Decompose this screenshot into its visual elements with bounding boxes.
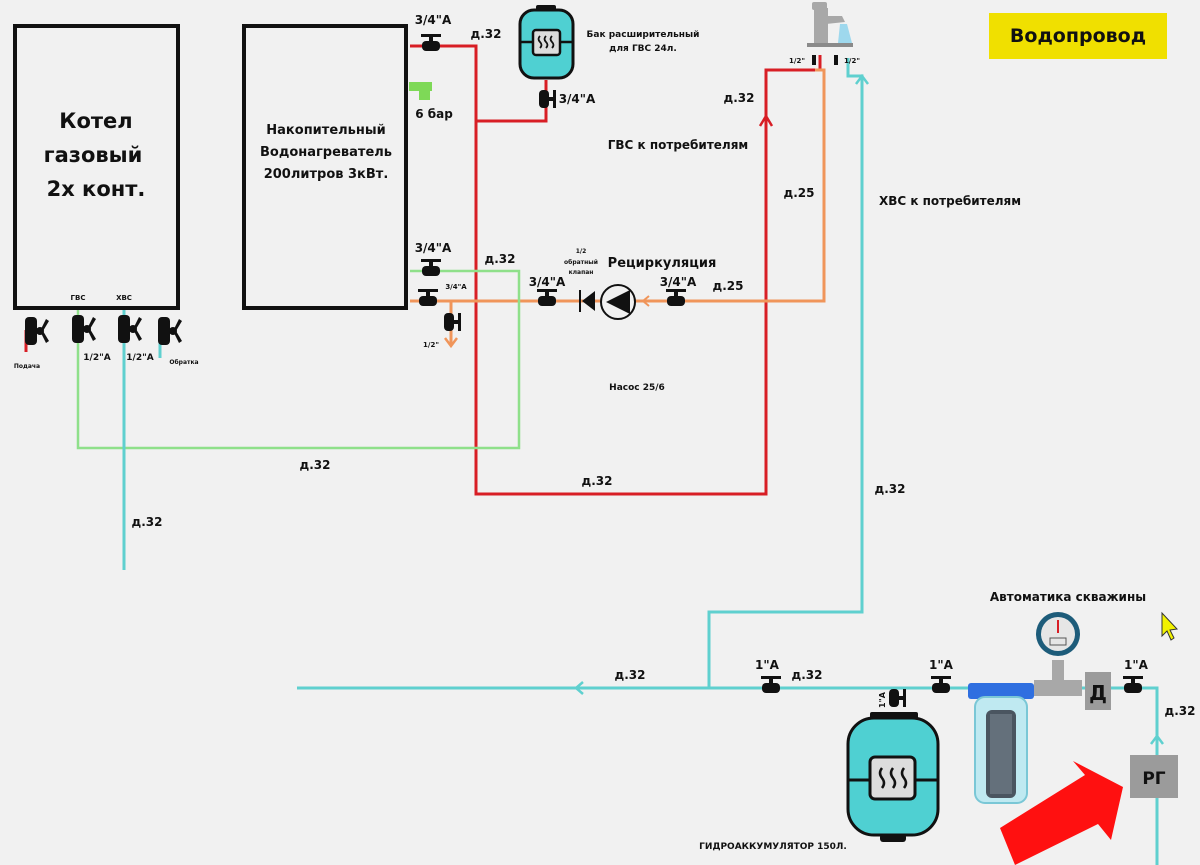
mouse-cursor-icon [1161,611,1179,641]
heater-label-1: Накопительный [266,123,385,138]
heater-top-valve-label: 3/4"А [415,13,452,27]
recirc-valve-left-icon [537,289,557,306]
dhw-valve-icon [72,315,96,343]
boiler-port-dhw: ГВС [71,294,86,302]
safety-valve-label: 6 бар [415,107,453,121]
main-valve-2-label: 1"А [929,658,954,672]
expansion-tank-label-2: для ГВС 24л. [609,44,677,54]
faucet-icon [807,2,853,47]
heater-recirc-valve-label: 3/4"А [445,283,467,291]
recirc-riser-label: д.25 [784,186,815,200]
well-pipe-label: д.32 [1165,704,1196,718]
check-valve-label-3: клапан [569,269,594,276]
main-valve-3-label: 1"А [1124,658,1149,672]
main-pipe-label-left: д.32 [615,668,646,682]
boiler-label-2: газовый [44,143,143,167]
heater-label-3: 200литров 3кВт. [264,167,389,182]
safety-valve-icon [409,82,432,100]
pressure-reducer: РГ [1130,755,1178,798]
cold-valve-icon [118,315,142,343]
green-pipe-label: д.32 [300,458,331,472]
accumulator-tank-icon [846,712,940,842]
accumulator-valve-icon [889,689,906,707]
water-heater: Накопительный Водонагреватель 200литров … [242,24,408,310]
faucet-hot-size: 1/2" [789,57,805,65]
hot-pipe-label-top: д.32 [471,27,502,41]
heater-feed-pipes [76,269,521,450]
drain-valve-label: 1/2" [423,341,439,349]
expansion-tank-label-1: Бак расширительный [587,30,700,40]
expansion-tank-valve-icon [539,90,556,108]
expansion-tank-icon [518,5,575,80]
main-valve-3-icon [1123,676,1143,693]
heater-label-2: Водонагреватель [260,145,392,160]
accumulator-label: ГИДРОАККУМУЛЯТОР 150Л. [699,842,847,852]
reducer-label: РГ [1142,769,1165,789]
recirc-valve-right-label: 3/4"А [660,275,697,289]
main-valve-1-icon [761,676,781,693]
gas-boiler: Котел газовый 2х конт. ГВС ХВС [13,24,180,310]
recirculation-title: Рециркуляция [608,256,717,271]
cold-riser-label: д.32 [875,482,906,496]
diagram-title: Водопровод [989,13,1167,59]
supply-valve-icon [25,317,49,345]
check-valve-label-1: 1/2 [576,248,587,255]
dhw-valve-size: 1/2"А [83,353,111,363]
dhw-consumers-label: ГВС к потребителям [608,138,749,152]
water-filter-icon [968,683,1034,804]
return-label: Обратка [169,359,198,366]
return-valve-icon [158,317,182,345]
heater-cold-pipe-label: д.32 [485,252,516,266]
supply-label: Подача [14,363,40,370]
faucet-cold-size: 1/2" [844,57,860,65]
cold-water-pipes [122,58,1164,865]
pressure-switch-label: Д [1089,681,1107,705]
main-valve-2-icon [931,676,951,693]
pump-label: Насос 25/6 [609,383,665,393]
heater-cold-in-valve-icon [421,259,441,276]
well-automation-label: Автоматика скважины [990,590,1146,604]
cold-consumers-label: ХВС к потребителям [879,194,1021,208]
recirc-valve-right-icon [666,289,686,306]
check-valve-icon [579,290,595,312]
boiler-port-cold: ХВС [116,294,132,302]
boiler-cold-pipe-label: д.32 [132,515,163,529]
main-valve-1-label: 1"А [755,658,780,672]
boiler-label-1: Котел [59,109,132,133]
main-pipe-label-mid: д.32 [792,668,823,682]
check-valve-label-2: обратный [564,259,598,266]
red-pointer-arrow-icon [1000,761,1123,865]
accumulator-valve-label: 1"А [878,691,887,708]
recirc-valve-left-label: 3/4"А [529,275,566,289]
boiler-valves [25,315,182,345]
recirc-pipe-label: д.25 [713,279,744,293]
hot-return-pipe-label: д.32 [582,474,613,488]
cold-valve-size: 1/2"А [126,353,154,363]
heater-recirc-valve-icon [418,289,438,306]
heater-cold-in-valve-label: 3/4"А [415,241,452,255]
pressure-gauge-icon [1034,612,1082,696]
pump-icon [600,284,636,320]
expansion-tank-valve-label: 3/4"А [559,92,596,106]
drain-valve-icon [444,313,461,331]
hot-riser-label: д.32 [724,91,755,105]
pressure-switch: Д [1085,672,1111,710]
heater-top-valve-icon [421,34,441,51]
boiler-label-3: 2х конт. [47,177,146,201]
